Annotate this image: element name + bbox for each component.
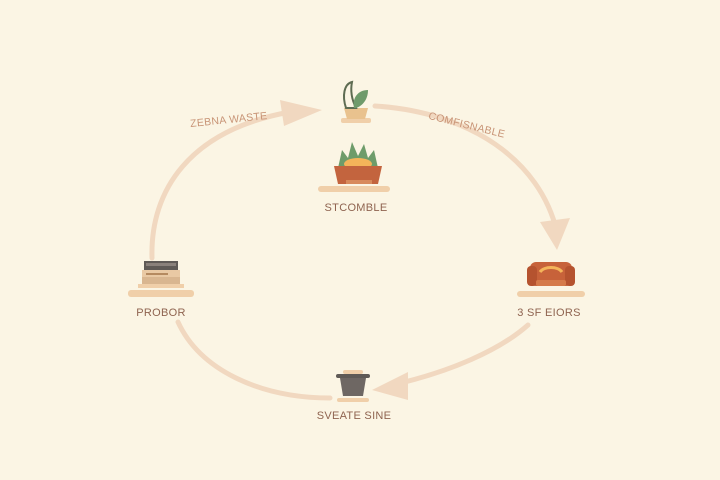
armchair-icon bbox=[517, 262, 585, 297]
arrow-right-to-bottom bbox=[389, 322, 531, 388]
node-label-top: STCOMBLE bbox=[324, 202, 388, 214]
node-label-right: 3 SF EIORS bbox=[517, 307, 581, 319]
plant-on-block-icon bbox=[318, 142, 390, 192]
stacked-boxes-icon bbox=[128, 261, 194, 297]
arrow-left-to-top bbox=[149, 109, 293, 261]
node-label-left: PROBOR bbox=[136, 307, 186, 319]
arrow-top-to-right bbox=[372, 103, 560, 235]
sprout-in-pot-icon bbox=[341, 80, 371, 123]
node-label-bottom: SVEATE SINE bbox=[316, 410, 392, 422]
cycle-arrows bbox=[149, 103, 560, 401]
arrowhead-right bbox=[540, 218, 570, 250]
arrowheads bbox=[280, 100, 570, 400]
arrow-bottom-to-left bbox=[175, 319, 333, 401]
arrowhead-bottom bbox=[372, 372, 408, 400]
pot-icon bbox=[336, 370, 370, 402]
arrowhead-top bbox=[280, 100, 322, 126]
